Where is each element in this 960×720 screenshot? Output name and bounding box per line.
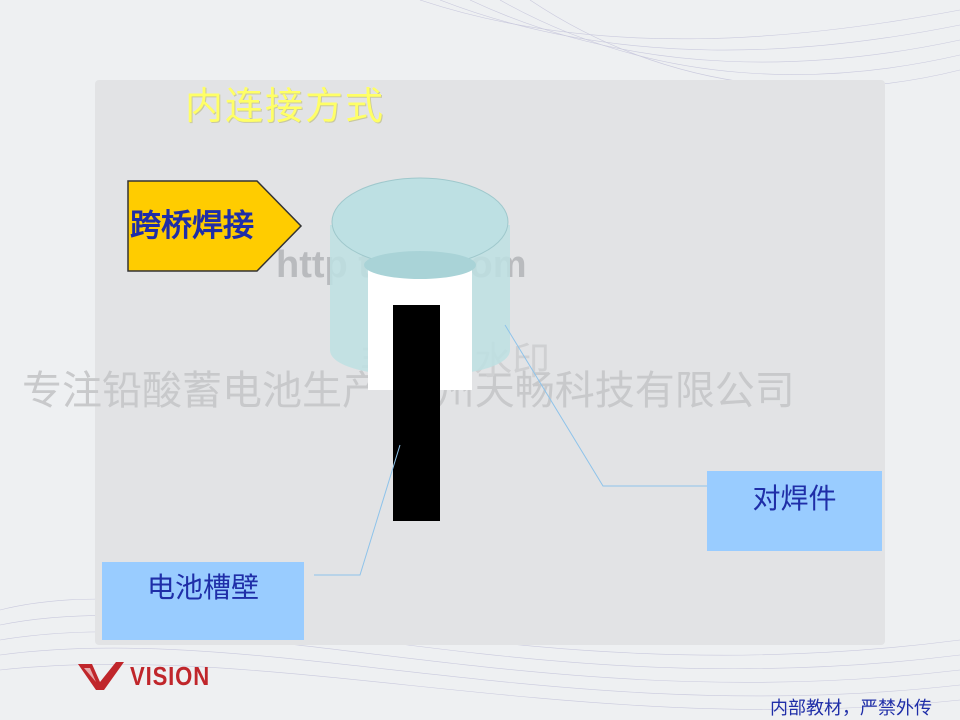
- footer-note: 内部教材，严禁外传: [770, 698, 932, 719]
- arrow-label: 跨桥焊接: [130, 208, 254, 244]
- logo-text: VISION: [130, 660, 211, 691]
- cell-wall-label-box: 电池槽壁: [102, 562, 304, 640]
- cell-wall-bar: [393, 305, 440, 521]
- weld-part-label: 对焊件: [752, 482, 837, 515]
- vision-v-logo-icon: [78, 662, 124, 690]
- arrow-pointer-shape: [127, 180, 303, 272]
- slide-title: 内连接方式: [185, 84, 386, 128]
- vision-logo: VISION: [78, 660, 224, 691]
- weld-part-label-box: 对焊件: [707, 471, 882, 551]
- weld-cap-illustration: [330, 177, 510, 390]
- cell-wall-label: 电池槽壁: [146, 571, 259, 604]
